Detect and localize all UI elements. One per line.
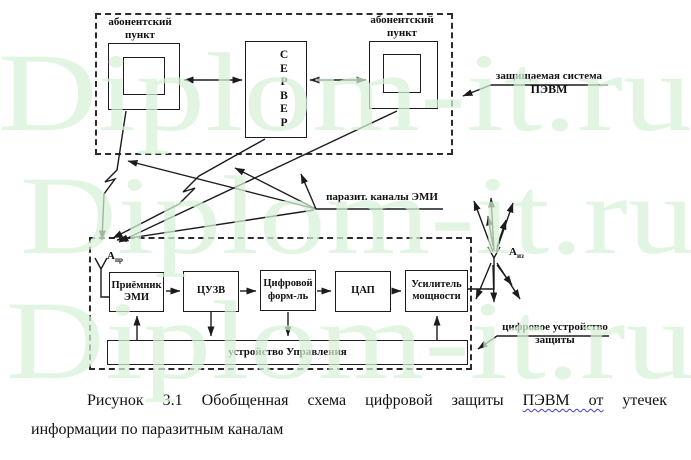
tx-antenna-label: Аиз	[509, 246, 524, 260]
parasitic-callout-arrow	[127, 159, 317, 210]
server-box: С Е Р В Е Р	[245, 41, 307, 138]
rx-antenna-label: Апр	[107, 250, 123, 264]
label-line: защищаемая система	[495, 70, 603, 82]
radiation-arrow	[473, 200, 494, 253]
server-label: С Е Р В Е Р	[246, 42, 306, 137]
label-line: пункт	[125, 28, 155, 41]
block-label: ЦАП	[351, 285, 375, 297]
block-emi-receiver: Приёмник ЭМИ	[109, 272, 164, 312]
label-line: защиты	[535, 333, 575, 346]
control-unit-label: устройство Управления	[228, 346, 347, 359]
block-cuzv: ЦУЗВ	[183, 271, 239, 312]
monitor-inner-right	[383, 54, 421, 93]
client-terminal-left-label: абонентский пункт	[101, 16, 179, 41]
block-power-amp: Усилитель мощности	[405, 270, 468, 312]
parasitic-callout-arrow	[300, 173, 317, 210]
radiation-arrow	[488, 197, 496, 252]
radiation-arrow	[486, 215, 494, 247]
radiation-arrow	[496, 262, 521, 300]
caption-line-1: Рисунок 3.1 Обобщенная схема цифровой за…	[31, 391, 667, 411]
tx-antenna-icon	[487, 246, 501, 260]
block-label: ЭМИ	[123, 292, 150, 303]
radiation-arrow	[475, 262, 492, 300]
radiation-arrow	[496, 264, 513, 286]
monitor-inner-left	[123, 57, 165, 95]
control-unit-box: устройство Управления	[107, 340, 468, 365]
server-letter: В	[280, 89, 288, 102]
caption-text: Рисунок 3.1 Обобщенная схема цифровой за…	[87, 392, 504, 409]
server-letter: Е	[280, 103, 288, 115]
antenna-letter: А	[107, 250, 115, 262]
client-terminal-right-label: абонентский пункт	[364, 14, 440, 39]
caption-line-2: информации по паразитным каналам	[31, 421, 284, 438]
protected-system-label: защищаемая система ПЭВМ	[487, 70, 611, 95]
label-line: цифровое устройство	[502, 321, 608, 333]
block-label: Усилитель	[411, 278, 462, 290]
parasitic-callout-arrow	[116, 209, 315, 243]
radiation-arrow	[490, 264, 498, 303]
caption-wavy-underlined-text: ПЭВМ от	[522, 392, 604, 409]
caption-text: утечек	[622, 392, 668, 409]
figure-caption: Рисунок 3.1 Обобщенная схема цифровой за…	[31, 391, 667, 440]
label-line: пункт	[387, 26, 417, 39]
server-letter: С	[279, 49, 289, 61]
label-line: абонентский	[370, 14, 434, 26]
radiation-arrow	[495, 202, 514, 253]
antenna-subscript: пр	[114, 256, 123, 265]
antenna-letter: А	[509, 246, 517, 258]
block-label: форм-ль	[267, 290, 309, 302]
protection-device-label: цифровое устройство защиты	[494, 321, 616, 346]
parasitic-callout-arrow	[234, 167, 317, 210]
block-label: Приёмник	[111, 279, 162, 291]
radiation-arrow	[496, 219, 507, 248]
pevm-label: ПЭВМ	[530, 81, 568, 96]
block-label: мощности	[412, 291, 461, 302]
block-label: ЦУЗВ	[196, 285, 226, 297]
block-label: Цифровой	[263, 278, 313, 289]
block-dac: ЦАП	[335, 271, 391, 312]
label-line: абонентский	[108, 16, 172, 28]
server-letter: Е	[280, 62, 288, 75]
parasitic-channels-label: паразит. каналы ЭМИ	[326, 191, 438, 203]
server-letter: Р	[280, 76, 288, 88]
antenna-subscript: из	[516, 252, 524, 261]
server-letter: Р	[280, 116, 288, 129]
monitor-outer-left	[108, 43, 180, 110]
block-digital-former: Цифровой форм-ль	[260, 270, 316, 311]
